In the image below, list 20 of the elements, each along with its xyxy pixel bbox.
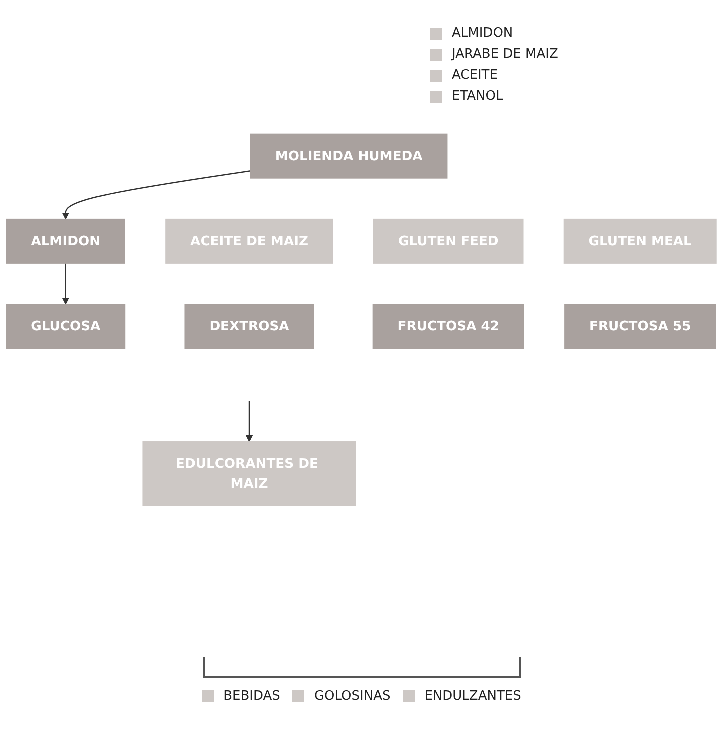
node-box: GLUTEN FEED [374,218,524,264]
node-box: EDULCORANTES DE MAIZ [142,442,356,506]
product-label: BEBIDAS [224,688,280,704]
node-box: MOLIENDA HUMEDA [250,134,448,179]
arrow [62,170,251,220]
node-box: GLUCOSA [6,304,126,350]
product-label: GOLOSINAS [314,688,391,704]
arrow [62,264,70,305]
arrow [246,401,254,442]
product-label: ALMIDON [452,26,514,41]
node-box: DEXTROSA [184,304,314,350]
node-box: ALMIDON [6,218,126,264]
product-label: ACEITE [452,68,498,83]
node-box: FRUCTOSA 42 [372,304,524,350]
node-box: GLUTEN MEAL [564,218,717,264]
node-box: FRUCTOSA 55 [564,304,716,350]
node-box: ACEITE DE MAIZ [166,218,334,264]
product-label: ETANOL [452,89,504,104]
product-label: ENDULZANTES [424,688,522,704]
product-label: JARABE DE MAIZ [452,47,558,62]
